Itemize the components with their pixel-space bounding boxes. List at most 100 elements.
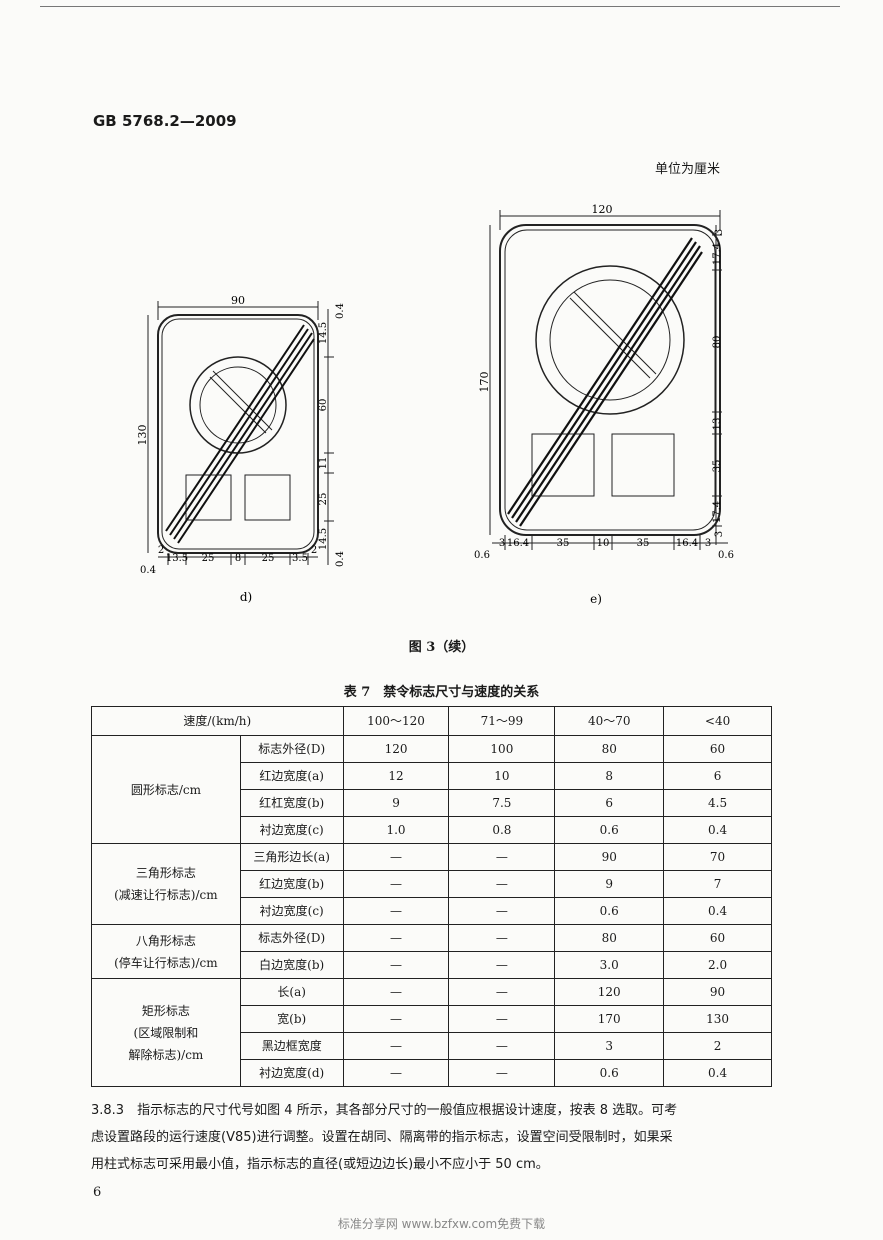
value-cell: 100 [448,735,556,763]
value-cell: 2.0 [663,951,772,979]
group-name-line: 八角形标志 [135,933,196,948]
group-name: 三角形标志 (减速让行标志)/cm [91,843,241,925]
value-cell: — [342,1032,450,1060]
dim-e-side-r: 16.4 [676,538,698,549]
value-cell: 0.6 [554,816,665,844]
dim-d-side: 13.5 [166,553,188,564]
group-name: 矩形标志(区域限制和解除标志)/cm [91,978,241,1087]
dim-e-bottom-gap: 10 [597,538,610,549]
value-cell: 170 [554,1005,665,1033]
value-cell: 9 [554,870,665,898]
dim-e-gap: 13 [712,418,723,431]
table-header-row: 速度/(km/h) 100～120 71～99 40～70 <40 [91,706,772,736]
dim-e-width: 120 [592,203,613,216]
value-cell: — [448,1005,556,1033]
standard-number: GB 5768.2—2009 [93,112,237,130]
dim-d-bottom-dist: 14.5 [318,528,329,550]
value-cell: 60 [663,924,772,952]
value-cell: 0.6 [554,1059,665,1087]
group-name-line: 矩形标志 [141,1003,190,1018]
sign-size-table: 速度/(km/h) 100～120 71～99 40～70 <40 圆形标志/c… [91,706,772,1087]
value-cell: 80 [554,924,665,952]
group-name-line: (减速让行标志)/cm [114,888,218,902]
value-cell: 8 [554,762,665,790]
dim-e-height: 170 [478,372,491,393]
dim-d-side-r: 3.5 [292,553,308,564]
value-cell: 60 [663,735,772,763]
value-cell: — [448,870,556,898]
value-cell: — [448,843,556,871]
dim-d-circle: 60 [318,399,329,412]
header-speed-3: 40～70 [554,706,665,736]
value-cell: 0.8 [448,816,556,844]
value-cell: 70 [663,843,772,871]
value-cell: 4.5 [663,789,772,817]
value-cell: 0.4 [663,897,772,925]
item-name: 长(a) [239,978,344,1006]
item-name: 宽(b) [239,1005,344,1033]
value-cell: — [342,1059,450,1087]
dim-e-bottom-sq2: 35 [637,538,650,549]
item-name: 红边宽度(a) [239,762,344,790]
dim-e-circle: 80 [712,336,723,349]
value-cell: 3 [554,1032,665,1060]
value-cell: 120 [342,735,450,763]
header-speed: 速度/(km/h) [91,706,344,736]
value-cell: — [342,1005,450,1033]
item-name: 黑边框宽度 [239,1032,344,1060]
dim-e-margin-r: 0.6 [718,550,734,561]
header-speed-1: 100～120 [342,706,450,736]
dim-e-bottom-sq1: 35 [557,538,570,549]
group-name-line: 三角形标志 [135,866,196,880]
table-title: 表 7 禁令标志尺寸与速度的关系 [343,685,540,700]
header-speed-2: 71～99 [448,706,556,736]
dim-e-top-edge: 3 [714,229,725,235]
value-cell: 6 [554,789,665,817]
item-name: 白边宽度(b) [239,951,344,979]
value-cell: — [448,1059,556,1087]
group-name-line: 解除标志)/cm [128,1047,204,1062]
page-number: 6 [93,1185,102,1200]
dim-d-gap: 11 [318,457,329,470]
group-name: 圆形标志/cm [91,735,241,844]
item-name: 红杠宽度(b) [239,789,344,817]
dim-d-edge-l: 2 [158,545,164,556]
dim-e-edge-l: 3 [499,538,505,549]
value-cell: 120 [554,978,665,1006]
item-name: 三角形边长(a) [239,843,344,871]
value-cell: 0.4 [663,816,772,844]
footer-watermark: 标准分享网 www.bzfxw.com免费下载 [337,1217,546,1231]
value-cell: 90 [663,978,772,1006]
figure-d-label: d) [240,590,252,604]
dim-d-bottom-sq1: 25 [202,553,215,564]
dim-d-edge-r: 2 [311,545,317,556]
value-cell: — [448,951,556,979]
value-cell: 0.6 [554,897,665,925]
value-cell: 130 [663,1005,772,1033]
item-name: 衬边宽度(c) [239,897,344,925]
item-name: 标志外径(D) [239,735,344,763]
dim-d-top-dist: 14.5 [318,322,329,344]
value-cell: 7.5 [448,789,556,817]
dim-d-bottom-sq2: 25 [262,553,275,564]
value-cell: 0.4 [663,1059,772,1087]
dim-d-square: 25 [318,493,329,506]
value-cell: 9 [342,789,450,817]
header-speed-4: <40 [663,706,772,736]
dim-d-top-border: 0.4 [335,303,346,319]
value-cell: — [448,897,556,925]
value-cell: 7 [663,870,772,898]
value-cell: 6 [663,762,772,790]
value-cell: 80 [554,735,665,763]
value-cell: — [342,978,450,1006]
value-cell: 90 [554,843,665,871]
